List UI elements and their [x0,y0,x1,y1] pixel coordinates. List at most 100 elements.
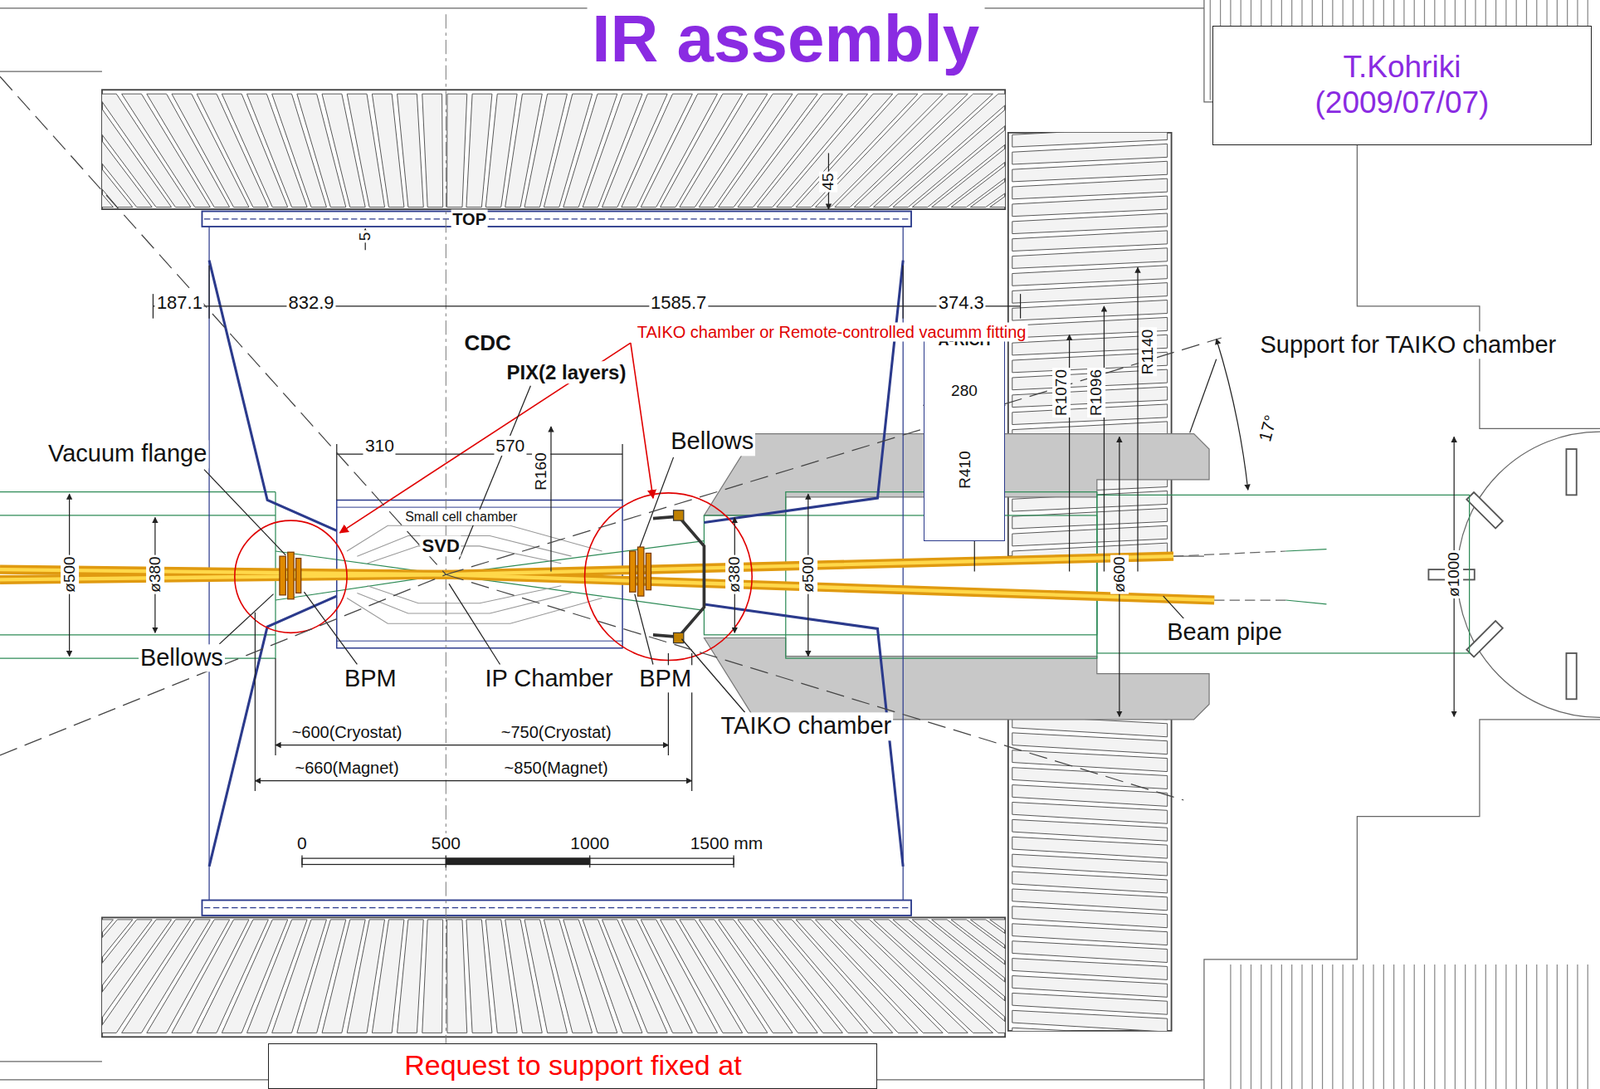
path-shape [1216,338,1249,490]
hatch-line [1352,964,1354,1089]
line-shape [448,583,500,664]
dimension-label: R1070 [1052,367,1071,418]
crystal [1012,300,1168,322]
dimension-label: ~660(Magnet) [293,757,401,777]
rect-shape [102,917,1005,1037]
scale-label: 1000 [568,833,611,854]
dimension-label: 310 [363,435,396,456]
crystal [1012,265,1168,287]
dimension-label: R410 [956,448,975,490]
scale-label: 0 [295,833,309,854]
line-shape [301,854,303,868]
part-label: CDC [463,331,513,357]
dimension-label: 187.1 [155,292,205,314]
dimension-label: 280 [949,381,980,400]
polygon-shape [703,638,1210,720]
part-label: Support for TAIKO chamber [1258,331,1558,359]
g-shape [302,854,734,868]
rect-shape [637,546,644,596]
crystal [1012,1027,1168,1049]
dimension-label: ø500 [60,555,79,595]
polygon-shape [1008,693,1172,1031]
path-shape [1204,0,1600,429]
line-shape [1214,599,1286,600]
g-shape [234,342,752,660]
crystal [422,93,444,207]
line-shape [204,469,286,556]
node-text: (2009/07/07) [1315,85,1490,122]
hatch-line [1312,964,1313,1089]
part-label: PIX(2 layers) [504,360,628,385]
rect-shape [645,552,651,590]
crystal [397,919,425,1033]
line-shape [152,305,1020,307]
rect-shape [1565,448,1576,495]
dimension-label: ø380 [725,555,744,595]
line-shape [1136,267,1138,571]
g-shape [0,76,1222,800]
dimension-label: R1096 [1087,367,1106,418]
line-shape [732,854,734,868]
part-label: BPM [637,664,693,693]
line-shape [1019,293,1021,319]
line-shape [336,640,623,642]
line-shape [621,443,623,501]
hatch-line [1526,964,1527,1089]
polyline-shape [703,260,903,523]
hatch-line [1474,964,1476,1089]
crystal [1012,213,1168,235]
crystal [447,93,468,207]
g-shape [1428,448,1576,699]
crystal [1012,282,1168,304]
line-shape [458,385,531,560]
line-shape [0,1060,103,1062]
hatch-line [1393,964,1395,1089]
path-shape [1457,431,1600,718]
rect-shape [1466,492,1503,528]
line-shape [0,76,446,575]
line-shape [1163,595,1185,619]
crystal [1012,178,1168,200]
dimension-label: ø1000 [1444,550,1464,599]
line-shape [275,744,669,746]
crystal [1012,195,1168,217]
crystal [1012,143,1168,165]
hatch-line [1342,964,1344,1089]
diagram-title: IR assembly [586,2,985,76]
hatch-line [1576,964,1578,1089]
part-label: TOP [450,209,488,230]
g-shape [201,211,912,916]
g-shape [1012,697,1168,1049]
line-shape [208,265,210,319]
crystal [1012,525,1168,547]
dimension-label: 1585.7 [648,292,708,314]
line-shape [0,491,276,493]
rect-shape [445,858,590,864]
line-shape [274,658,276,756]
hatch-line [1556,964,1558,1089]
g-shape [1012,126,1168,563]
line-shape [254,780,692,781]
part-label: TAIKO chamber [719,712,894,741]
polyline-shape [703,604,903,867]
rect-shape [287,551,294,600]
hatch-line [1495,964,1497,1089]
line-shape [219,594,274,644]
g-shape [69,152,1455,791]
line-shape [634,594,654,665]
g-shape [1209,0,1588,1089]
hatch-line [1291,964,1293,1089]
crystal [447,919,468,1033]
dimension-label: 45 [819,170,839,192]
rect-shape [201,211,912,227]
g-shape [673,510,684,644]
rect-shape [302,858,734,864]
line-shape [1173,551,1286,557]
line-shape [445,337,1221,575]
rect-shape [673,632,684,643]
line-shape [902,265,904,319]
rect-shape [1466,620,1503,657]
part-label: Beam pipe [1165,619,1284,647]
line-shape [1285,600,1327,605]
